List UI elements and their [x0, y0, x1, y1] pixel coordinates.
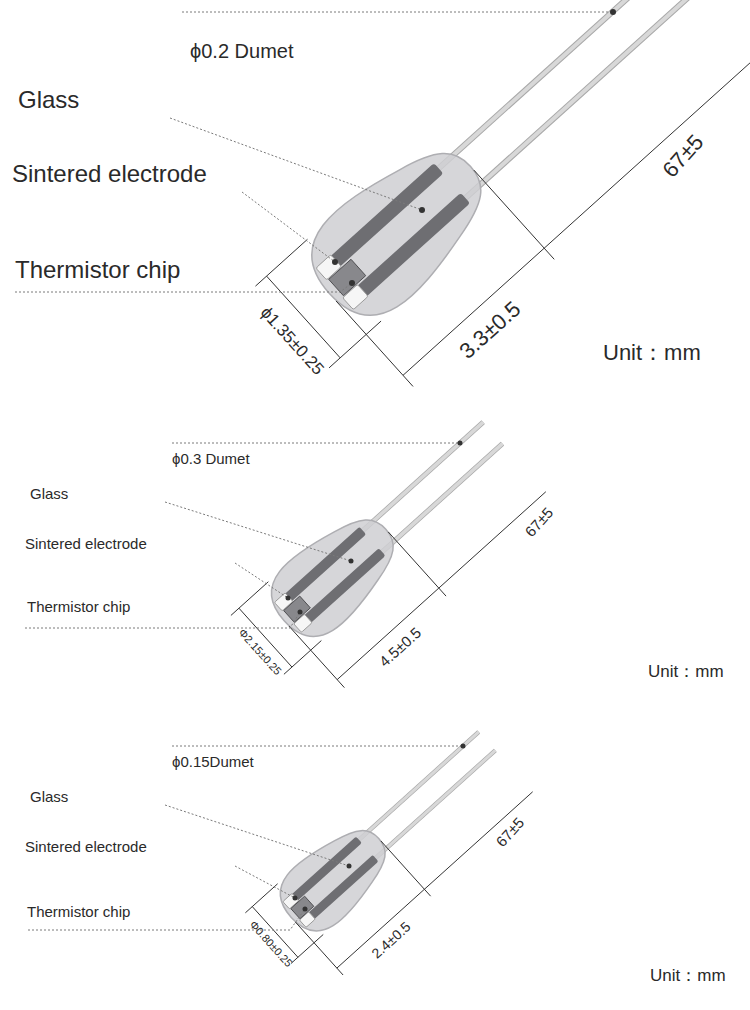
- dimension-label: ϕ1.35±0.25: [256, 303, 327, 379]
- part-label: Sintered electrode: [12, 160, 207, 188]
- dimension-label: 2.4±0.5: [368, 918, 413, 961]
- part-label: Glass: [30, 788, 68, 805]
- unit-note: Unit：mm: [648, 662, 724, 682]
- part-label: ϕ0.15Dumet: [172, 753, 254, 770]
- dimension-label: Φ2.15±0.25: [236, 626, 284, 677]
- thermistor-medium: [230, 403, 553, 712]
- part-label: ϕ0.2 Dumet: [190, 40, 293, 63]
- dimension-label: 67±5: [492, 814, 527, 850]
- part-label: Thermistor chip: [15, 256, 180, 284]
- dimension-label: Φ0.80±0.25: [247, 918, 295, 969]
- part-label: Glass: [30, 485, 68, 502]
- thermistor-small: [245, 715, 539, 996]
- part-label: ϕ0.3 Dumet: [172, 450, 250, 467]
- leader-lines: [15, 12, 613, 930]
- dimension-label: 4.5±0.5: [376, 624, 425, 670]
- part-label: Thermistor chip: [27, 903, 130, 920]
- part-label: Glass: [18, 86, 79, 114]
- part-label: Sintered electrode: [25, 535, 147, 552]
- unit-note: Unit：mm: [603, 340, 701, 365]
- dimension-label: 3.3±0.5: [454, 296, 525, 364]
- unit-note: Unit：mm: [650, 966, 726, 986]
- part-label: Thermistor chip: [27, 598, 130, 615]
- part-label: Sintered electrode: [25, 838, 147, 855]
- leader-dots: [286, 9, 617, 912]
- thermistor-large: [254, 0, 750, 420]
- dimension-label: 67±5: [657, 129, 708, 182]
